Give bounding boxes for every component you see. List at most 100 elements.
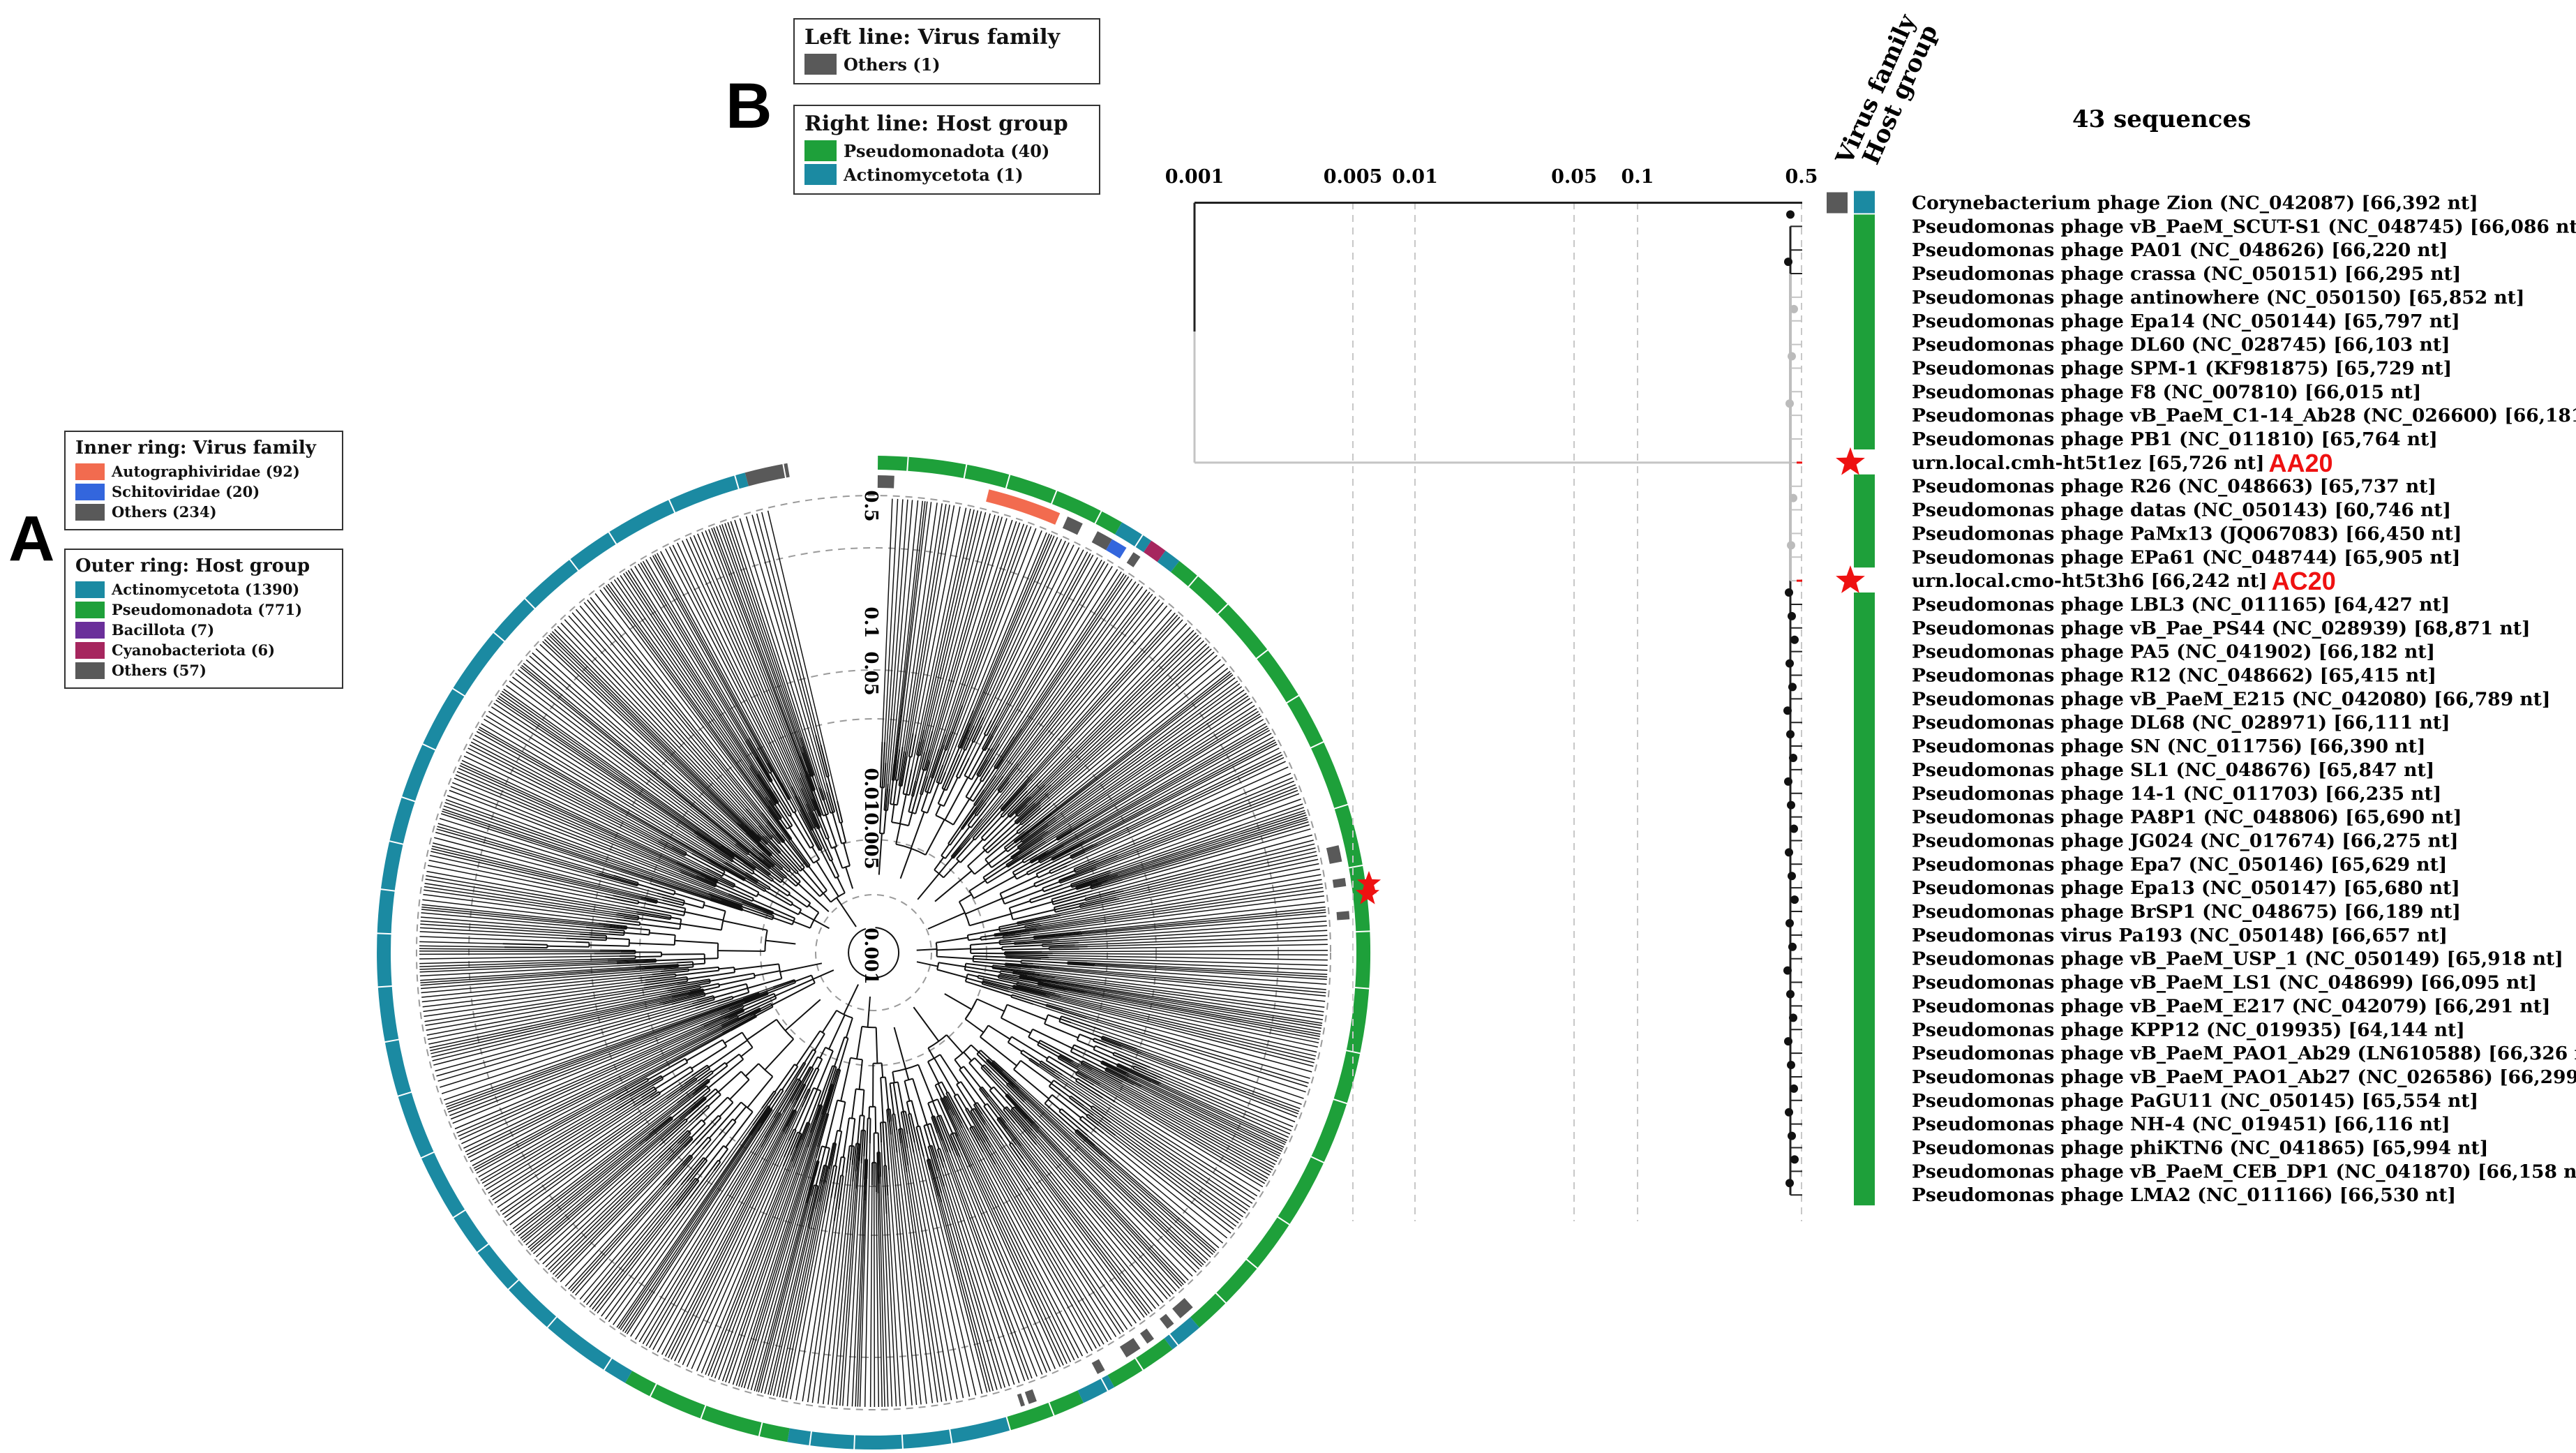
tree-branch [973, 1104, 986, 1123]
tree-branch [769, 888, 793, 904]
leaf-label: Pseudomonas phage vB_PaeM_CEB_DP1 (NC_04… [1912, 1161, 2576, 1182]
tree-leaf-branch [855, 1179, 865, 1407]
tree-node [1790, 824, 1798, 833]
tree-branch [980, 1087, 989, 1098]
tree-arc [1017, 846, 1020, 850]
tree-leaf-branch [470, 741, 673, 848]
tree-leaf-branch [473, 1024, 740, 1169]
tree-branch [1007, 1004, 1047, 1021]
tree-branch [1016, 872, 1028, 880]
tree-branch [1038, 982, 1050, 986]
tree-branch [888, 1109, 892, 1135]
tree-leaf-branch [560, 623, 763, 836]
leaf-label: Pseudomonas phage BrSP1 (NC_048675) [66,… [1912, 901, 2461, 923]
tree-leaf-branch [895, 501, 926, 755]
tree-leaf-branch [421, 971, 661, 994]
tree-leaf-branch [991, 559, 1102, 748]
tree-leaf-branch [1008, 988, 1312, 1073]
tree-branch [997, 763, 1019, 791]
tree-branch [917, 873, 940, 900]
leaf-label: Pseudomonas phage KPP12 (NC_019935) [64,… [1912, 1019, 2465, 1041]
tree-arc [1080, 1060, 1084, 1064]
tree-branch [661, 1118, 687, 1141]
tree-branch [579, 933, 607, 937]
tree-leaf-branch [864, 1143, 871, 1407]
tree-branch [704, 958, 718, 960]
tree-arc [899, 784, 902, 787]
tree-arc [774, 1090, 777, 1093]
tree-arc [950, 856, 954, 859]
tree-leaf-branch [1039, 967, 1326, 994]
tree-branch [710, 860, 745, 881]
tree-arc [823, 1164, 828, 1167]
tree-branch [965, 775, 980, 798]
tree-arc [1116, 1063, 1119, 1067]
tree-leaf-branch [994, 1163, 1101, 1347]
ring-gap [1216, 602, 1229, 616]
host-group-cell [1854, 1135, 1875, 1160]
tree-arc [935, 814, 954, 826]
tree-branch [889, 1083, 894, 1115]
tree-arc [964, 775, 973, 780]
tree-leaf-branch [657, 1103, 793, 1353]
tree-branch [811, 798, 821, 817]
tree-leaf-branch [998, 563, 1109, 745]
tree-branch [759, 980, 795, 994]
tree-branch [767, 805, 793, 840]
tree-arc [702, 902, 705, 909]
tree-leaf-branch [1044, 634, 1199, 786]
tree-leaf-branch [1084, 847, 1316, 904]
tree-arc [997, 789, 1001, 793]
tree-leaf-branch [1093, 752, 1282, 846]
tree-leaf-branch [896, 1130, 934, 1403]
tree-arc [980, 837, 985, 842]
tree-leaf-branch [991, 547, 1080, 721]
tree-branch [788, 870, 801, 882]
tree-branch [973, 789, 985, 805]
tree-branch [998, 977, 1019, 983]
tree-leaf-branch [503, 688, 727, 849]
tree-branch [1070, 1095, 1084, 1107]
tree-arc [780, 1088, 784, 1091]
tree-arc [833, 1165, 837, 1167]
tree-branch [684, 1138, 694, 1148]
tree-arc [707, 1136, 712, 1140]
tree-arc [968, 1057, 975, 1064]
tree-branch [992, 967, 1040, 976]
tree-branch [1057, 830, 1072, 841]
tree-leaf-branch [1029, 664, 1225, 825]
leaf-label: Pseudomonas phage JG024 (NC_017674) [66,… [1912, 830, 2459, 852]
tree-branch [640, 897, 657, 903]
tree-arc [704, 1096, 707, 1100]
tree-branch [924, 748, 940, 792]
tree-arc [673, 891, 676, 895]
tree-arc [740, 1101, 754, 1112]
tree-leaf-branch [714, 1167, 794, 1379]
tree-arc [1012, 872, 1017, 880]
tree-arc [927, 1034, 948, 1049]
tree-branch [748, 1105, 770, 1135]
tree-arc [968, 891, 975, 899]
tree-arc [695, 1177, 700, 1182]
tree-arc [890, 1081, 899, 1085]
tree-arc [716, 881, 719, 884]
annotation-strips [1827, 191, 1875, 1206]
tree-branch [800, 788, 820, 829]
tree-branch [767, 788, 779, 804]
tree-branch [1012, 837, 1044, 860]
tree-branch [692, 1080, 710, 1096]
tree-branch [1003, 932, 1031, 937]
tree-arc [935, 942, 938, 957]
outer-ring-legend: Outer ring: Host group Actinomycetota (1… [64, 549, 343, 689]
tree-branch [1101, 1061, 1127, 1075]
tree-branch [808, 865, 828, 891]
tree-branch [938, 752, 951, 784]
tree-branch [761, 1090, 775, 1109]
tree-branch [724, 1009, 744, 1020]
tree-branch [701, 870, 735, 887]
tree-leaf-branch [431, 1002, 660, 1058]
tree-leaf-branch [1015, 1145, 1145, 1318]
tree-leaf-branch [599, 589, 789, 841]
legend-item-bacillota: Bacillota (7) [75, 621, 332, 639]
tree-branch [645, 1118, 673, 1142]
